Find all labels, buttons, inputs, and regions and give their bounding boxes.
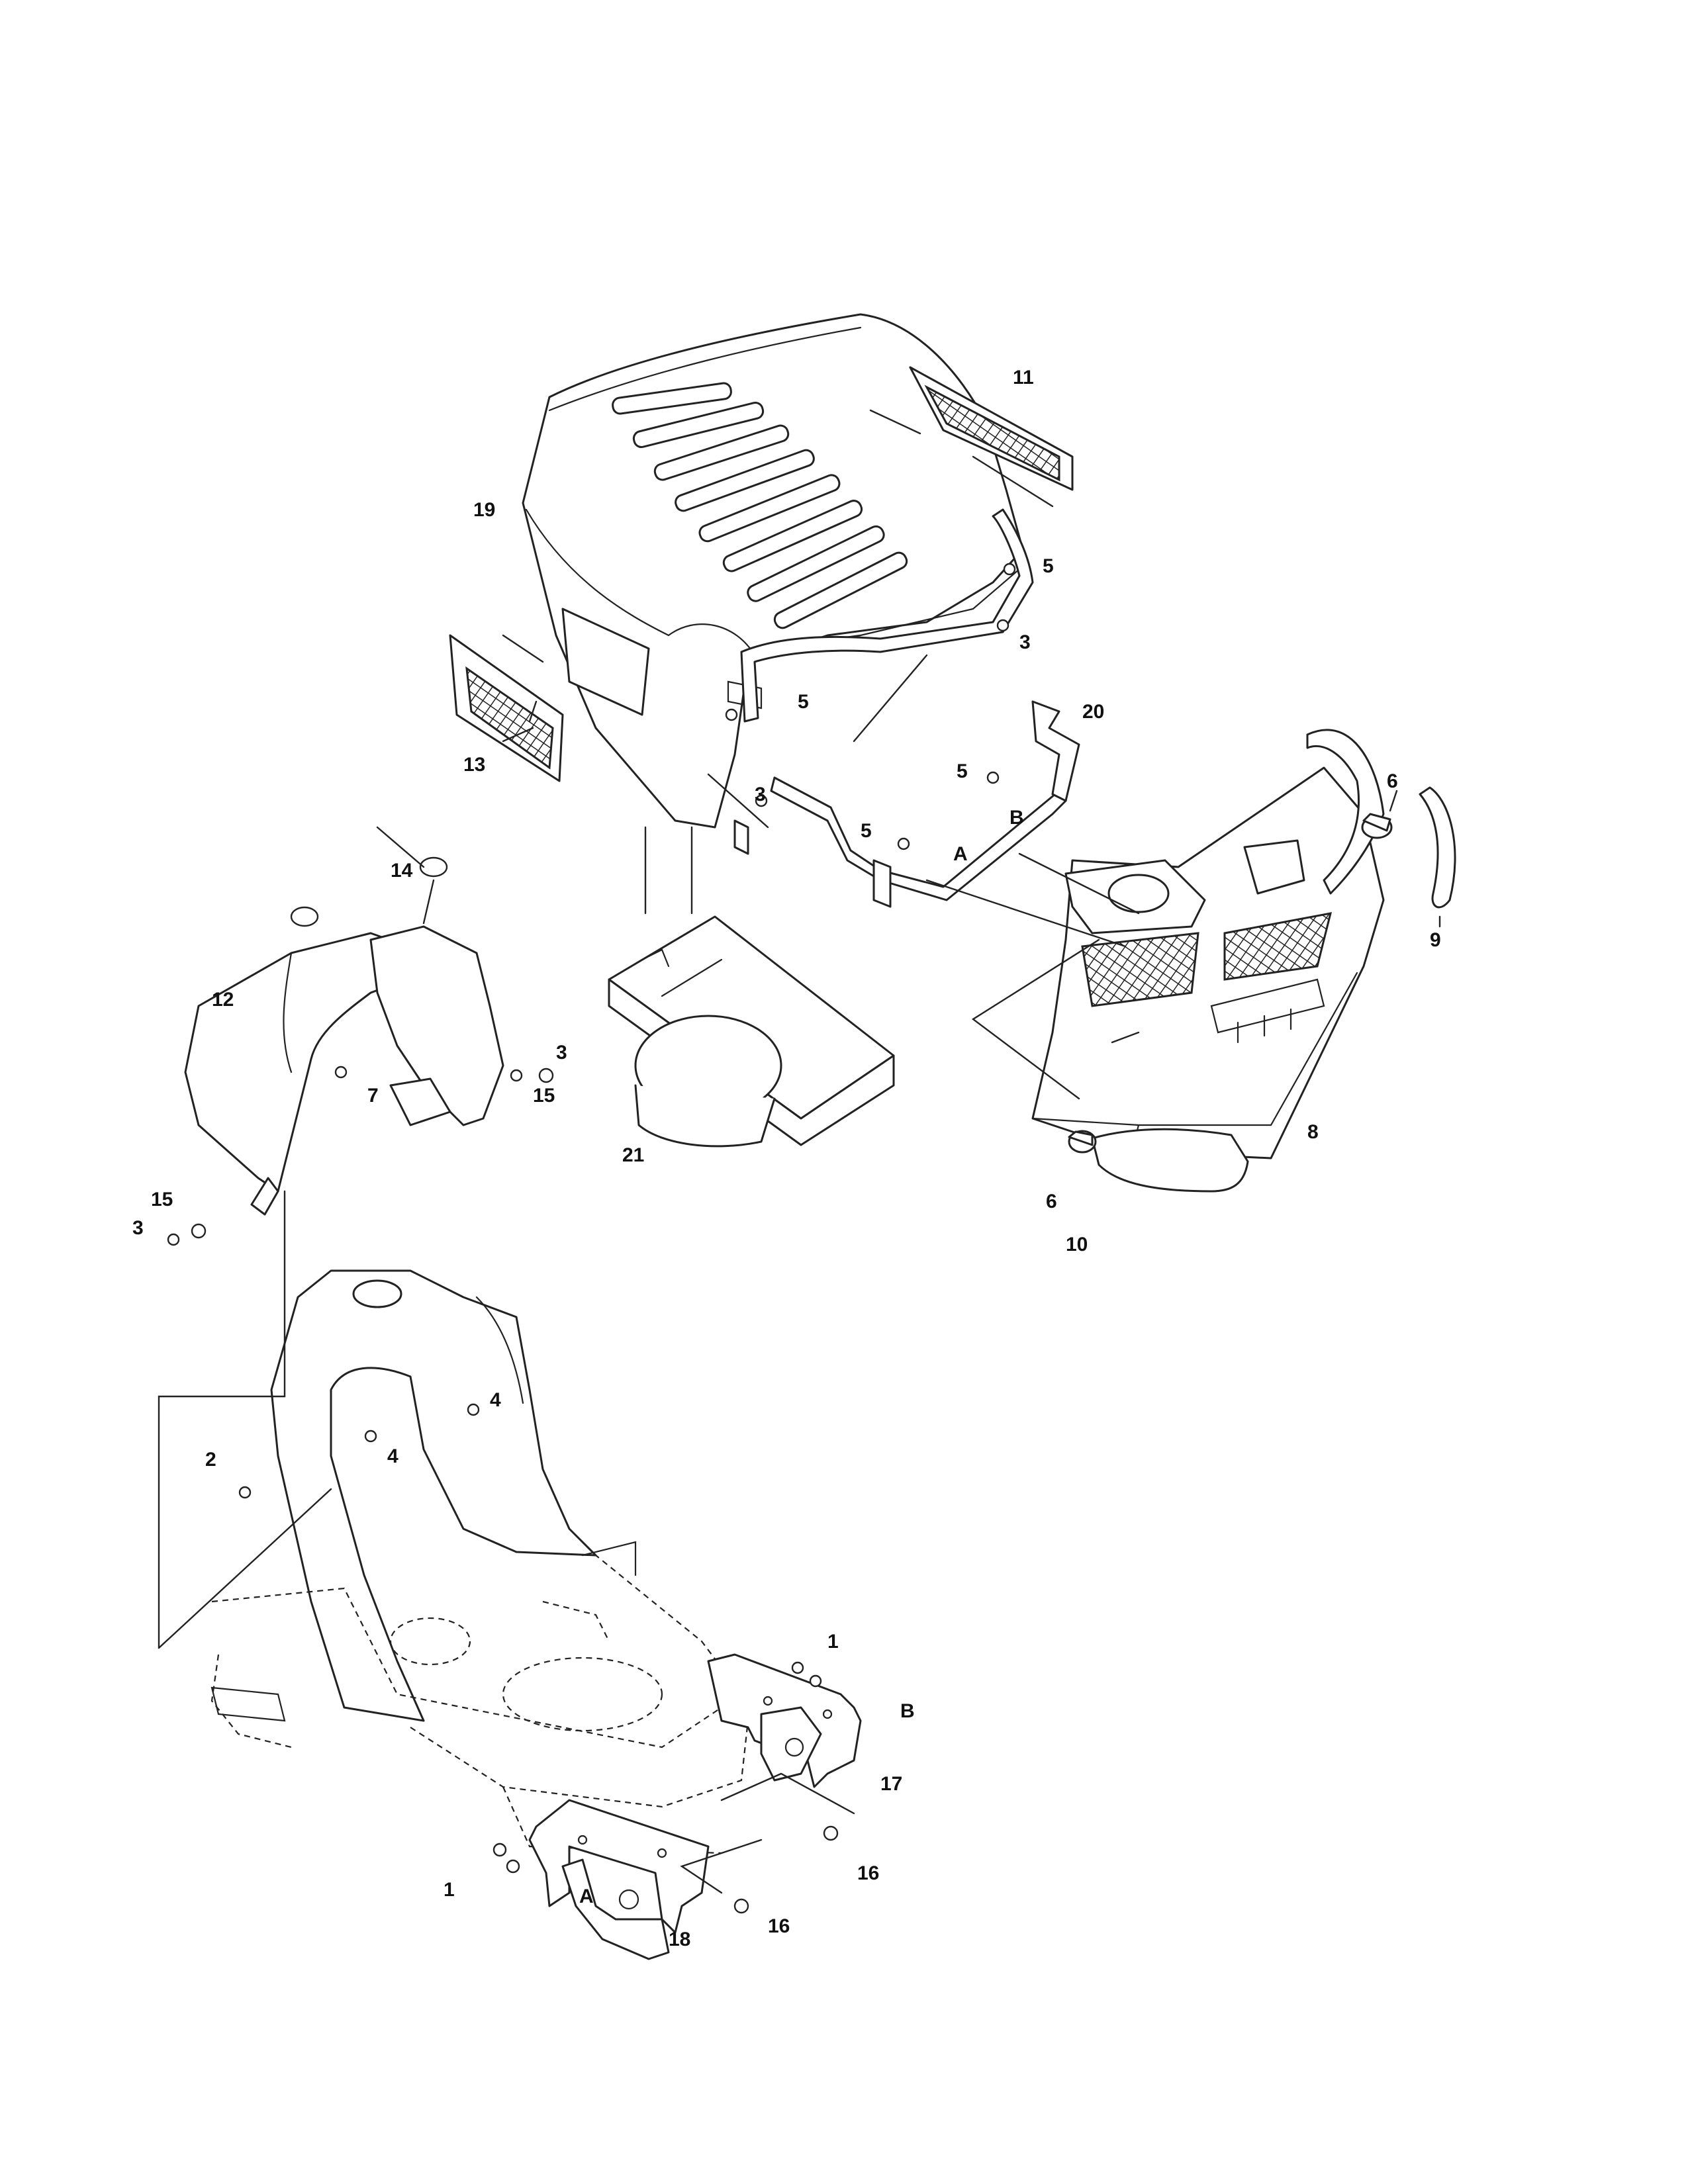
knob-upper [1361,813,1393,839]
callout-2: 2 [205,1449,216,1471]
callout-Ab: A [579,1886,594,1907]
callout-Ba: B [1009,807,1024,829]
side-grille-left [449,634,564,782]
callout-7: 7 [367,1085,379,1107]
knob-lower [1068,1130,1097,1154]
bracket-a [528,1799,710,1960]
callout-3b: 3 [755,784,766,805]
callout-15a: 15 [533,1085,555,1107]
callout-20: 20 [1082,701,1104,723]
callout-13: 13 [463,754,485,776]
callout-16b: 16 [768,1915,790,1937]
callout-9: 9 [1430,929,1441,951]
callout-8: 8 [1307,1121,1319,1143]
headlight-lens-right [1419,786,1456,909]
callout-5c: 5 [957,760,968,782]
fender-left [184,932,425,1216]
hood-hinge-rods [733,508,1034,855]
callout-11: 11 [1013,367,1034,388]
callout-4a: 4 [490,1389,501,1411]
callout-12: 12 [212,989,234,1011]
callout-5a: 5 [1043,555,1054,577]
callout-18: 18 [669,1929,690,1950]
dash-panel [369,925,504,1126]
callout-16a: 16 [857,1862,879,1884]
callout-3d: 3 [132,1217,144,1239]
callout-14: 14 [391,860,413,882]
fasteners [167,563,1016,1914]
tractor-frame [211,1269,749,1854]
bracket-b [707,1653,862,1788]
callout-4b: 4 [387,1445,399,1467]
callout-Bb: B [900,1700,915,1722]
callout-6a: 6 [1387,770,1398,792]
callout-17: 17 [880,1773,902,1795]
air-duct [608,915,895,1148]
hood-vents [612,382,908,629]
headlight-lens-lower [1091,1128,1249,1193]
callout-5d: 5 [861,820,872,842]
callout-labels: 1 1 2 3 3 3 3 4 4 5 5 5 5 6 6 7 8 9 10 1… [132,367,1441,1950]
callout-19: 19 [473,499,495,521]
callout-21: 21 [622,1144,644,1166]
hood-bracket [770,700,1080,908]
hood [522,313,1024,829]
callout-1a: 1 [827,1631,839,1653]
front-bumper [1031,729,1385,1160]
side-grille-right [909,366,1074,491]
leader-lines [158,409,1441,1894]
callout-3a: 3 [1019,631,1031,653]
callout-3c: 3 [556,1042,567,1064]
callout-15b: 15 [151,1189,173,1210]
callout-10: 10 [1066,1234,1088,1255]
callout-1b: 1 [444,1879,455,1901]
callout-5b: 5 [798,691,809,713]
callout-Aa: A [953,843,968,865]
callout-6b: 6 [1046,1191,1057,1212]
